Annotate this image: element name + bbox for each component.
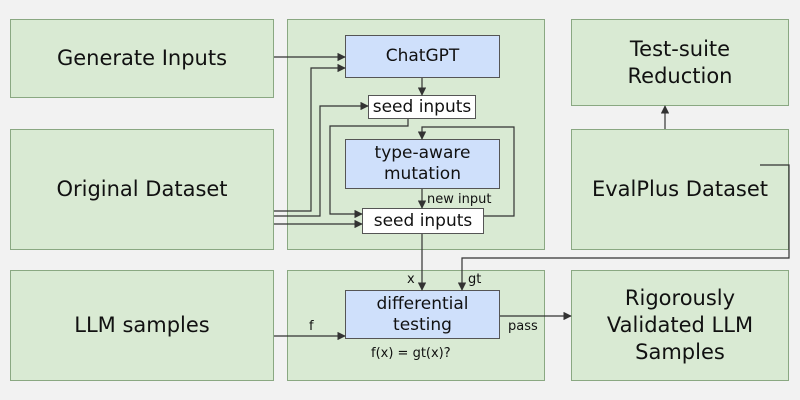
validated-samples-label: Rigorously Validated LLM Samples [606, 286, 754, 364]
seed-inputs-bottom-box: seed inputs [362, 208, 484, 234]
chatgpt-box: ChatGPT [345, 35, 500, 78]
llm-samples-label: LLM samples [74, 313, 210, 337]
new-input-label: new input [427, 192, 492, 207]
test-suite-reduction-panel [571, 19, 789, 106]
differential-testing-box: differential testing [345, 290, 500, 339]
original-dataset-label: Original Dataset [56, 177, 228, 201]
test-suite-reduction-label: Test-suite Reduction [627, 36, 733, 88]
original-dataset-panel [10, 129, 274, 250]
evalplus-dataset-label: EvalPlus Dataset [591, 177, 769, 201]
f-label: f [309, 319, 314, 334]
gt-label: gt [468, 272, 482, 287]
seed-inputs-top-box: seed inputs [368, 95, 476, 119]
llm-samples-panel [10, 270, 274, 381]
x-label: x [407, 272, 415, 287]
equation-label: f(x) = gt(x)? [371, 346, 451, 361]
generate-inputs-label: Generate Inputs [56, 46, 228, 70]
pass-label: pass [508, 319, 538, 334]
generate-inputs-panel [10, 19, 274, 98]
type-aware-mutation-box: type-aware mutation [345, 139, 500, 189]
